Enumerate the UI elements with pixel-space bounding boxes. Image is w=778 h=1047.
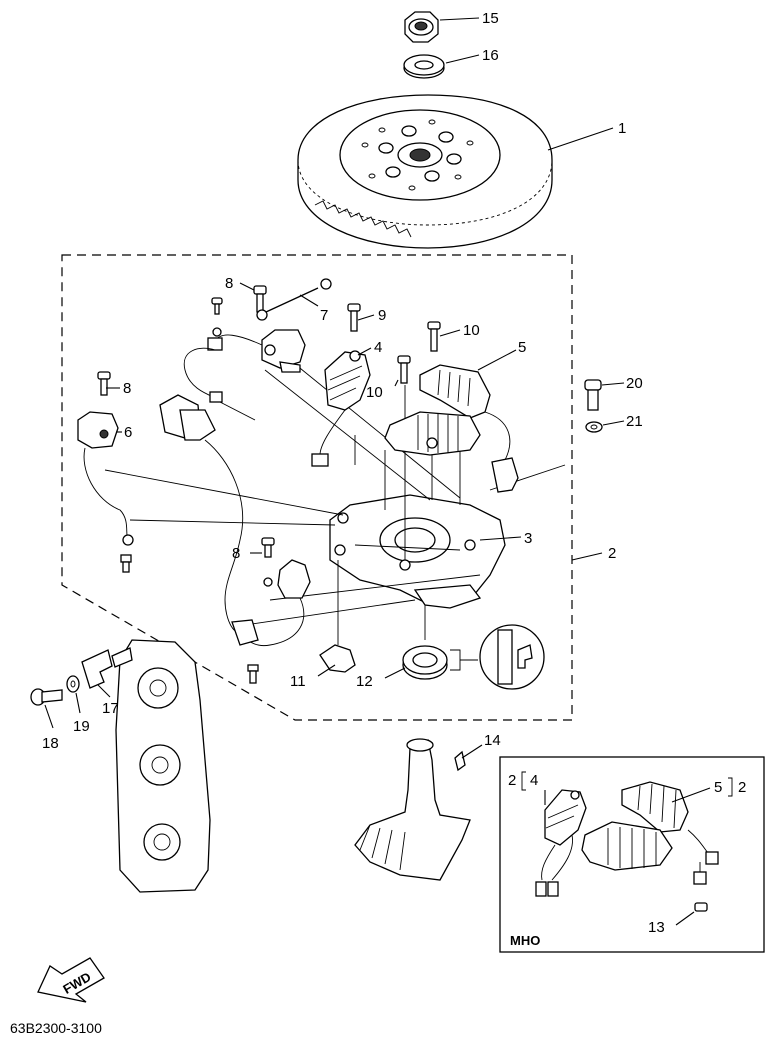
wire-harness-left — [159, 347, 256, 633]
inset-callout-right-a: 5 — [714, 779, 722, 796]
bearing-detail-view — [479, 624, 545, 690]
nut-part-15 — [404, 11, 439, 43]
bracket-part-17 — [81, 647, 133, 689]
callout-8-bottom: 8 — [232, 545, 240, 562]
stator-base-part-3 — [329, 494, 506, 609]
callout-19: 19 — [73, 718, 90, 735]
screw-part-8-top — [253, 285, 267, 313]
fwd-arrow-icon: FWD — [37, 957, 105, 1003]
callout-20: 20 — [626, 375, 643, 392]
screw-part-10-center — [397, 355, 411, 384]
bolt-part-18 — [30, 688, 63, 706]
callout-3: 3 — [524, 530, 532, 547]
inset-callout-right-b: 2 — [738, 779, 746, 796]
callout-13: 13 — [648, 919, 665, 936]
callout-18: 18 — [42, 735, 59, 752]
callout-labels: 15 16 1 8 7 9 10 4 5 10 8 6 20 21 3 2 8 … — [10, 10, 746, 1036]
lighting-coil-part-5 — [384, 364, 519, 493]
callout-2: 2 — [608, 545, 616, 562]
callout-4: 4 — [374, 339, 382, 356]
ground-lead-part-7 — [256, 278, 332, 321]
callout-10-right: 10 — [463, 322, 480, 339]
inset-callout-left-b: 4 — [530, 772, 538, 789]
callout-7: 7 — [320, 307, 328, 324]
inset-lighting-coil — [581, 781, 719, 912]
screw-part-10-right — [427, 321, 441, 352]
callout-9: 9 — [378, 307, 386, 324]
bolt-part-20 — [584, 379, 602, 411]
assembly-outline — [61, 254, 573, 721]
callout-5: 5 — [518, 339, 526, 356]
crankcase-outline — [115, 639, 211, 893]
callout-14: 14 — [484, 732, 501, 749]
bearing-part-12 — [402, 605, 448, 680]
callout-17: 17 — [102, 700, 119, 717]
callout-21: 21 — [626, 413, 643, 430]
pulser-coil-part-6 — [77, 371, 134, 573]
callout-8-top: 8 — [225, 275, 233, 292]
callout-1: 1 — [618, 120, 626, 137]
callout-12: 12 — [356, 673, 373, 690]
callout-6: 6 — [124, 424, 132, 441]
woodruff-key-part-14 — [454, 750, 466, 772]
screw-part-9 — [347, 303, 361, 332]
pulser-coil-top — [207, 329, 306, 373]
callout-16: 16 — [482, 47, 499, 64]
washer-part-19 — [66, 675, 80, 693]
screw-part-8-bottom — [261, 537, 275, 558]
washer-part-16 — [403, 54, 445, 79]
callout-10-center: 10 — [366, 384, 383, 401]
pulser-coil-bottom — [231, 559, 311, 684]
inset-charge-coil — [535, 789, 587, 897]
callout-8-left: 8 — [123, 380, 131, 397]
inset-label-mho: MHO — [510, 933, 540, 948]
callout-15: 15 — [482, 10, 499, 27]
screw-small-top — [211, 297, 223, 337]
diagram-code: 63B2300-3100 — [10, 1020, 102, 1036]
inset-callout-left-a: 2 — [508, 772, 516, 789]
assembly-guide-lines — [104, 359, 566, 626]
washer-part-21 — [585, 421, 603, 433]
crankshaft — [354, 738, 471, 881]
clamp-part-11 — [319, 560, 356, 673]
charge-coil-part-4 — [311, 350, 371, 467]
callout-11: 11 — [290, 673, 306, 690]
flywheel-part-1 — [297, 94, 553, 249]
